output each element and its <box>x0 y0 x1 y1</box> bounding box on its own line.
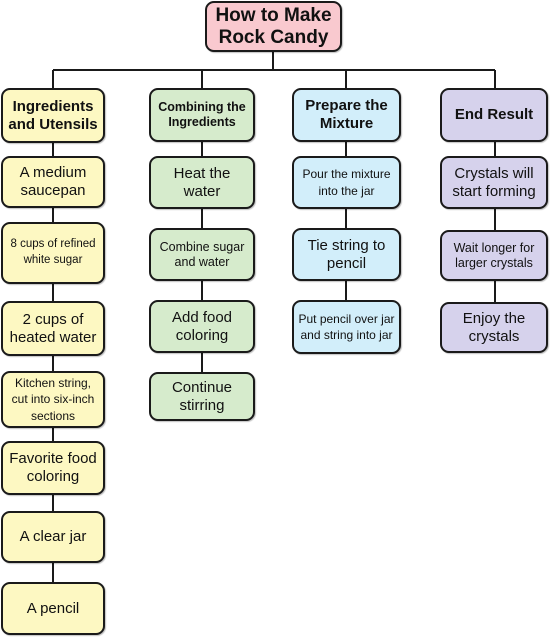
step-box: A pencil <box>1 582 105 635</box>
column-header-end-result: End Result <box>440 88 548 142</box>
column-header-prepare: Prepare the Mixture <box>292 88 401 142</box>
step-box: Pour the mixture into the jar <box>292 156 401 209</box>
step-box: Kitchen string, cut into six-inch sectio… <box>1 371 105 428</box>
step-box: Tie string to pencil <box>292 228 401 281</box>
step-box: Add food coloring <box>149 300 255 353</box>
step-box: Enjoy the crystals <box>440 302 548 353</box>
step-box: Favorite food coloring <box>1 441 105 495</box>
diagram-title: How to Make Rock Candy <box>205 1 342 52</box>
step-box: Continue stirring <box>149 372 255 421</box>
step-box: A clear jar <box>1 511 105 563</box>
step-box: A medium saucepan <box>1 156 105 208</box>
step-box: Wait longer for larger crystals <box>440 230 548 281</box>
step-box: Combine sugar and water <box>149 228 255 281</box>
step-box: Heat the water <box>149 156 255 209</box>
step-box: 2 cups of heated water <box>1 301 105 356</box>
step-box: Crystals will start forming <box>440 156 548 209</box>
step-box: Put pencil over jar and string into jar <box>292 300 401 354</box>
column-header-combining: Combining the Ingredients <box>149 88 255 142</box>
column-header-ingredients: Ingredients and Utensils <box>1 88 105 143</box>
step-box: 8 cups of refined white sugar <box>1 222 105 284</box>
